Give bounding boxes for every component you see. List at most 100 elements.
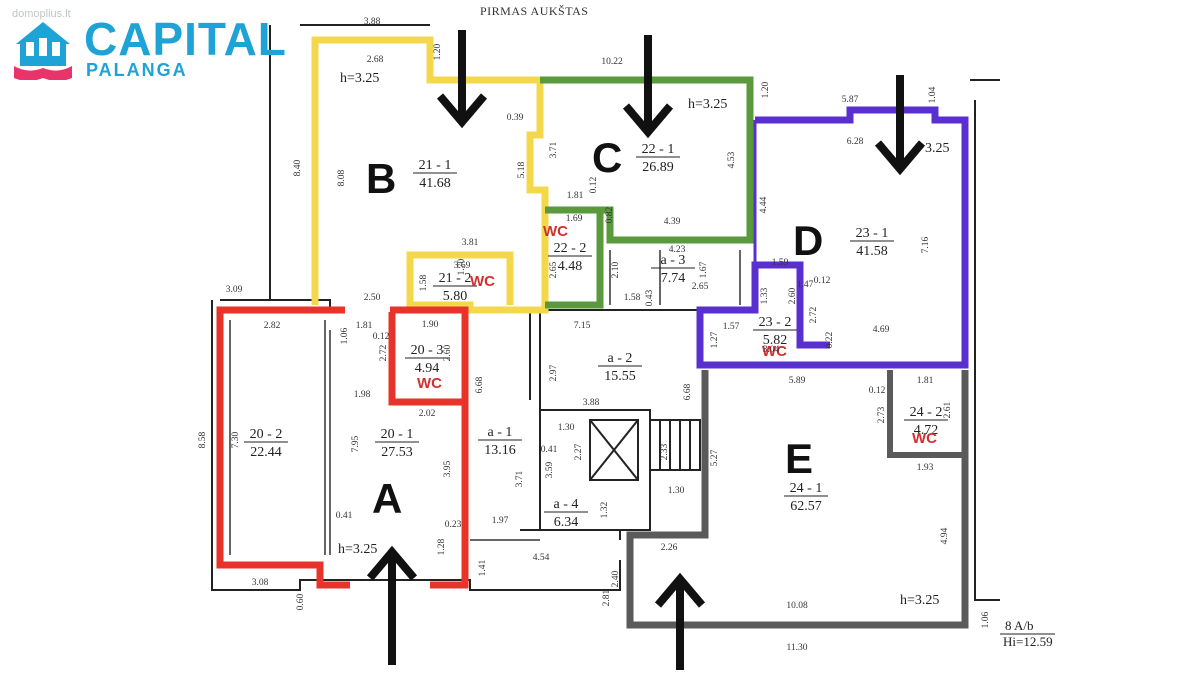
room-id: 24 - 2 — [910, 405, 943, 420]
dimension-label: 11.30 — [786, 643, 807, 653]
dimension-label: 1.81 — [567, 191, 584, 201]
dimension-label: 1.70 — [457, 258, 467, 275]
dimension-label: 1.28 — [437, 538, 447, 555]
zone-label-e: E — [785, 435, 813, 482]
entrance-arrows — [366, 30, 926, 670]
dimension-label: 3.09 — [226, 285, 243, 295]
arrow-a-up — [366, 545, 418, 665]
room-label: 20 - 34.94 — [405, 343, 449, 376]
dimension-label: 1.90 — [422, 320, 439, 330]
room-label: 21 - 141.68 — [413, 158, 457, 191]
dimension-label: 2.82 — [264, 321, 281, 331]
dimension-label: 5.87 — [842, 95, 859, 105]
dimension-label: 3.81 — [462, 238, 479, 248]
dimension-label: 2.72 — [379, 344, 389, 361]
height-b: h=3.25 — [340, 71, 379, 86]
zone-b-outline — [311, 36, 549, 314]
dimension-label: 2.40 — [611, 570, 621, 587]
logo-title: CAPITAL — [84, 13, 287, 65]
zone-c-wc-outline — [545, 206, 604, 309]
dimension-label: 1.20 — [433, 43, 443, 60]
zone-a-wc — [388, 312, 465, 406]
dimension-label: 2.65 — [692, 282, 709, 292]
room-id: 22 - 1 — [642, 142, 675, 157]
dimension-label: 3.71 — [549, 141, 559, 158]
dimension-label: 1.30 — [668, 486, 685, 496]
room-label: 20 - 127.53 — [375, 427, 419, 460]
dimension-label: 2.68 — [367, 55, 384, 65]
dimension-label: 1.04 — [928, 86, 938, 103]
dimension-label: 2.60 — [788, 287, 798, 304]
room-area: 5.82 — [763, 333, 788, 348]
room-area: 5.80 — [443, 289, 468, 304]
dimension-label: 0.12 — [814, 276, 831, 286]
dimension-label: 1.67 — [699, 261, 709, 278]
wc-label-21-2: WC — [470, 273, 495, 290]
dimension-label: 0.41 — [336, 511, 353, 521]
dimension-label: 0.82 — [605, 206, 615, 223]
watermark: domoplius.lt — [12, 8, 71, 20]
height-a: h=3.25 — [338, 542, 377, 557]
dimension-label: 1.33 — [760, 287, 770, 304]
dimension-label: 1.06 — [981, 611, 991, 628]
dimension-label: 1.81 — [356, 321, 373, 331]
room-area: 7.74 — [661, 271, 686, 286]
dimension-label: 2.33 — [660, 443, 670, 460]
dimension-label: 0.12 — [869, 386, 886, 396]
dimension-label: 0.39 — [507, 113, 524, 123]
dimension-label: 0.22 — [825, 331, 835, 348]
dimension-label: 4.53 — [727, 151, 737, 168]
dimension-label: 2.81 — [602, 589, 612, 606]
dimension-label: 6.68 — [683, 383, 693, 400]
dimension-label: 10.08 — [786, 601, 808, 611]
dimension-label: 1.58 — [419, 274, 429, 291]
room-label: a - 37.74 — [651, 253, 695, 286]
dimension-label: 3.88 — [583, 398, 600, 408]
room-area: 41.58 — [856, 244, 888, 259]
height-d: 3.25 — [925, 141, 950, 156]
dimension-label: 0.12 — [589, 176, 599, 193]
dimension-label: 4.54 — [533, 553, 550, 563]
zone-d-outline — [696, 106, 969, 369]
room-id: a - 4 — [554, 497, 579, 512]
dimension-label: 0.41 — [541, 445, 558, 455]
arrow-e-up — [654, 572, 706, 670]
arrow-c-down — [622, 35, 674, 139]
dimension-label: 7.30 — [231, 431, 241, 448]
room-area: 62.57 — [790, 499, 822, 514]
room-label: a - 46.34 — [544, 497, 588, 530]
room-area: 4.72 — [914, 423, 939, 438]
dimension-label: 3.71 — [515, 470, 525, 487]
room-id: 20 - 1 — [381, 427, 414, 442]
dimension-label: 3.08 — [252, 578, 269, 588]
dimension-label: 7.16 — [921, 236, 931, 253]
dimension-label: 4.44 — [759, 196, 769, 213]
dimension-label: 2.27 — [574, 443, 584, 460]
house-book-icon — [14, 22, 72, 80]
room-area: 15.55 — [604, 369, 636, 384]
dimension-label: 8.40 — [293, 159, 303, 176]
dimension-label: 0.23 — [445, 520, 462, 530]
dimension-label: 2.26 — [661, 543, 678, 553]
room-area: 26.89 — [642, 160, 674, 175]
room-area: 4.48 — [558, 259, 583, 274]
dimension-label: 1.98 — [354, 390, 371, 400]
dimension-label: 1.97 — [492, 516, 509, 526]
dimension-label: 7.95 — [351, 435, 361, 452]
dimension-label: 3.88 — [364, 17, 381, 27]
wc-label-20-3: WC — [417, 375, 442, 392]
room-label: 22 - 24.48 — [548, 241, 592, 274]
dimension-label: 1.93 — [917, 463, 934, 473]
zone-a-inner — [390, 306, 469, 589]
dimension-label: 2.73 — [877, 406, 887, 423]
dimension-label: 6.68 — [475, 376, 485, 393]
dimension-label: 1.81 — [917, 376, 934, 386]
dimension-label: 3.04 — [763, 345, 780, 355]
zone-label-b: B — [366, 155, 396, 202]
wc-label-23-2: WC — [762, 343, 787, 360]
zone-label-c: C — [592, 134, 622, 181]
dimension-label: 4.69 — [873, 325, 890, 335]
